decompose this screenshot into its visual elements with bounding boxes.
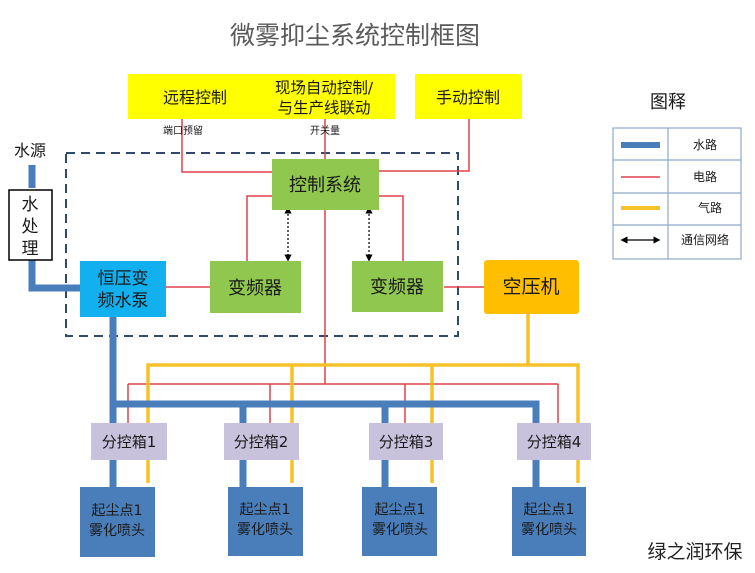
inverter-right-label: 变频器: [370, 277, 424, 298]
water-treatment-char-3: 理: [22, 239, 39, 259]
comm-links: [284, 206, 373, 262]
water-treatment-char-1: 水: [22, 195, 39, 215]
legend-title: 图释: [650, 92, 686, 113]
electric-lines: [127, 118, 559, 425]
water-source-label: 水源: [14, 141, 46, 160]
legend-water-label: 水路: [693, 137, 717, 152]
compressor-box: 空压机: [484, 260, 579, 314]
pump-label-1: 恒压变: [98, 269, 149, 289]
water-line-bus: [113, 400, 540, 487]
nozzle-3-line1: 起尘点1: [375, 502, 426, 518]
inverter-right-box: 变频器: [352, 261, 443, 312]
legend: 图释 水路 电路 气路 通信网络: [612, 92, 742, 260]
water-line-treatment: [28, 258, 82, 292]
controller-cabinet-frame: [65, 152, 459, 337]
electric-line-manual: [378, 118, 470, 172]
electric-line-remote: [181, 118, 272, 173]
electric-line-inverter-right: [378, 195, 404, 262]
sub-box-2: 分控箱2: [224, 423, 299, 460]
pump-label-2: 频水泵: [98, 291, 149, 311]
nozzle-3-line2: 雾化喷头: [372, 522, 428, 538]
pump-box: 恒压变 频水泵: [80, 261, 166, 317]
legend-air-label: 气路: [698, 200, 722, 215]
nozzle-1-line2: 雾化喷头: [89, 523, 145, 539]
input-onsite: 现场自动控制/ 与生产线联动: [253, 74, 395, 119]
control-system-box: 控制系统: [272, 159, 379, 210]
inverter-left-box: 变频器: [210, 261, 301, 313]
input-manual-label: 手动控制: [436, 88, 500, 107]
nozzle-box-1: 起尘点1 雾化喷头: [80, 487, 155, 557]
sub-box-3: 分控箱3: [369, 423, 443, 460]
sub-box-3-label: 分控箱3: [379, 433, 434, 451]
nozzle-2-line2: 雾化喷头: [237, 522, 293, 538]
compressor-label: 空压机: [502, 276, 559, 298]
nozzle-box-2: 起尘点1 雾化喷头: [228, 487, 303, 556]
air-line-bus: [146, 363, 580, 483]
input-remote: 远程控制: [128, 74, 262, 119]
inverter-left-label: 变频器: [228, 278, 282, 299]
nozzle-1-line1: 起尘点1: [92, 503, 143, 519]
sub-box-2-label: 分控箱2: [234, 433, 289, 451]
remote-note: 端口预留: [163, 124, 203, 137]
nozzle-box-4: 起尘点1 雾化喷头: [512, 487, 586, 556]
electric-line-inverter-left: [246, 195, 272, 262]
diagram-title: 微雾抑尘系统控制框图: [230, 21, 480, 50]
legend-comm-label: 通信网络: [681, 232, 729, 247]
nozzle-2-line1: 起尘点1: [240, 502, 291, 518]
input-remote-label: 远程控制: [163, 88, 227, 107]
sub-box-4: 分控箱4: [517, 423, 591, 460]
sub-box-4-label: 分控箱4: [527, 433, 582, 451]
input-onsite-label-1: 现场自动控制/: [275, 79, 374, 97]
legend-electric-label: 电路: [693, 169, 717, 184]
air-lines: [146, 314, 580, 483]
nozzle-4-line1: 起尘点1: [524, 502, 575, 518]
nozzle-box-3: 起尘点1 雾化喷头: [362, 487, 437, 556]
control-system-label: 控制系统: [289, 175, 361, 196]
sub-box-1-label: 分控箱1: [102, 433, 157, 451]
onsite-note: 开关量: [310, 124, 340, 137]
input-manual: 手动控制: [415, 74, 522, 119]
nozzle-4-line2: 雾化喷头: [521, 522, 577, 538]
input-onsite-label-2: 与生产线联动: [277, 99, 370, 117]
watermark: 绿之润环保: [647, 541, 742, 563]
water-treatment-char-2: 处: [22, 217, 39, 237]
water-treatment-box: 水 处 理: [8, 189, 53, 261]
sub-box-1: 分控箱1: [91, 423, 167, 460]
